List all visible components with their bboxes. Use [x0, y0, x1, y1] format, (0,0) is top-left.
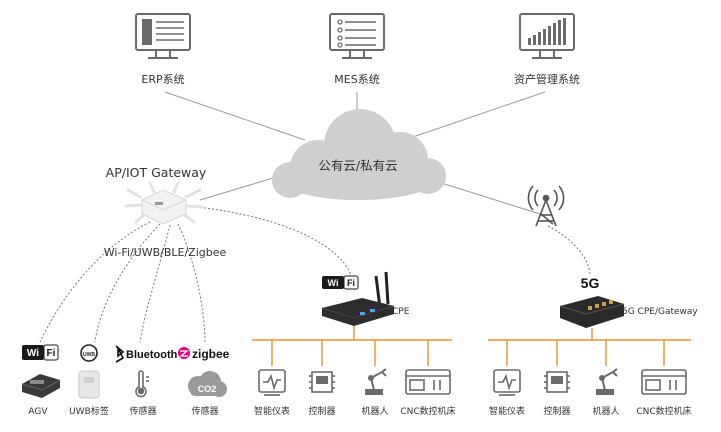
- robot-arm-icon: [596, 368, 618, 395]
- wifi-badge: Wi Fi: [322, 275, 359, 290]
- gateway-title: AP/IOT Gateway: [106, 165, 207, 180]
- controller-icon: [309, 371, 335, 393]
- svg-text:CO2: CO2: [198, 384, 217, 394]
- device-label: 控制器: [308, 405, 335, 417]
- cloud-icon: [272, 109, 446, 200]
- cloud-label: 公有云/私有云: [318, 158, 397, 173]
- bluetooth-brand-logo: Bluetooth: [115, 345, 178, 363]
- device-label: 智能仪表: [489, 405, 525, 417]
- uwb-tag-icon: [78, 370, 100, 399]
- agv-icon: [21, 374, 61, 398]
- svg-text:Wi: Wi: [27, 348, 39, 359]
- system-mes: MES系统: [329, 13, 385, 86]
- device-label: 传感器: [129, 405, 156, 417]
- system-asset: 资产管理系统: [514, 13, 580, 86]
- router-icon: [321, 271, 395, 326]
- device-label: 机器人: [361, 405, 388, 417]
- 5g-badge: 5G: [581, 275, 600, 291]
- device-label: CNC数控机床: [400, 405, 455, 417]
- svg-text:Fi: Fi: [347, 278, 355, 288]
- access-point-icon: [124, 181, 204, 225]
- meter-icon: [258, 369, 286, 396]
- system-label: 资产管理系统: [514, 72, 580, 86]
- device-label: AGV: [28, 407, 48, 417]
- co2-sensor-icon: CO2: [188, 371, 227, 397]
- field-bus-5g: [488, 328, 691, 366]
- cnc-machine-icon: [405, 369, 451, 395]
- system-label: MES系统: [334, 73, 379, 86]
- device-label: CNC数控机床: [636, 405, 691, 417]
- thermometer-icon: [135, 370, 149, 398]
- controller-icon: [544, 371, 570, 393]
- robot-arm-icon: [365, 368, 387, 395]
- 5g-gateway-icon: [559, 296, 625, 328]
- zigbee-brand-logo: zigbee: [178, 347, 230, 361]
- device-label: 传感器: [191, 405, 218, 417]
- 5g-gateway-label: 5G CPE/Gateway: [622, 307, 698, 317]
- device-label: 机器人: [592, 405, 619, 417]
- wireless-links: [39, 206, 591, 343]
- svg-text:UWB: UWB: [83, 352, 95, 358]
- uwb-brand-logo: UWB: [80, 344, 98, 362]
- cnc-machine-icon: [641, 369, 687, 395]
- meter-icon: [493, 369, 521, 396]
- svg-text:Wi: Wi: [328, 278, 339, 288]
- device-label: 智能仪表: [254, 405, 290, 417]
- monitor-list-icon: [135, 13, 191, 59]
- cpe-label: CPE: [392, 307, 410, 317]
- system-label: ERP系统: [141, 73, 184, 86]
- svg-text:zigbee: zigbee: [192, 347, 230, 361]
- cell-tower-icon: [527, 185, 565, 227]
- monitor-checklist-icon: [329, 13, 385, 59]
- svg-text:Bluetooth: Bluetooth: [126, 349, 178, 361]
- monitor-barchart-icon: [519, 13, 575, 59]
- device-label: 控制器: [543, 405, 570, 417]
- gateway-protocols: Wi-Fi/UWB/BLE/Zigbee: [104, 246, 227, 259]
- system-erp: ERP系统: [135, 13, 191, 86]
- field-bus-cpe: [252, 326, 452, 366]
- wifi-brand-logo: Wi Fi: [22, 344, 59, 361]
- system-links: [164, 91, 546, 215]
- device-label: UWB标签: [69, 405, 109, 417]
- svg-text:Fi: Fi: [47, 348, 56, 359]
